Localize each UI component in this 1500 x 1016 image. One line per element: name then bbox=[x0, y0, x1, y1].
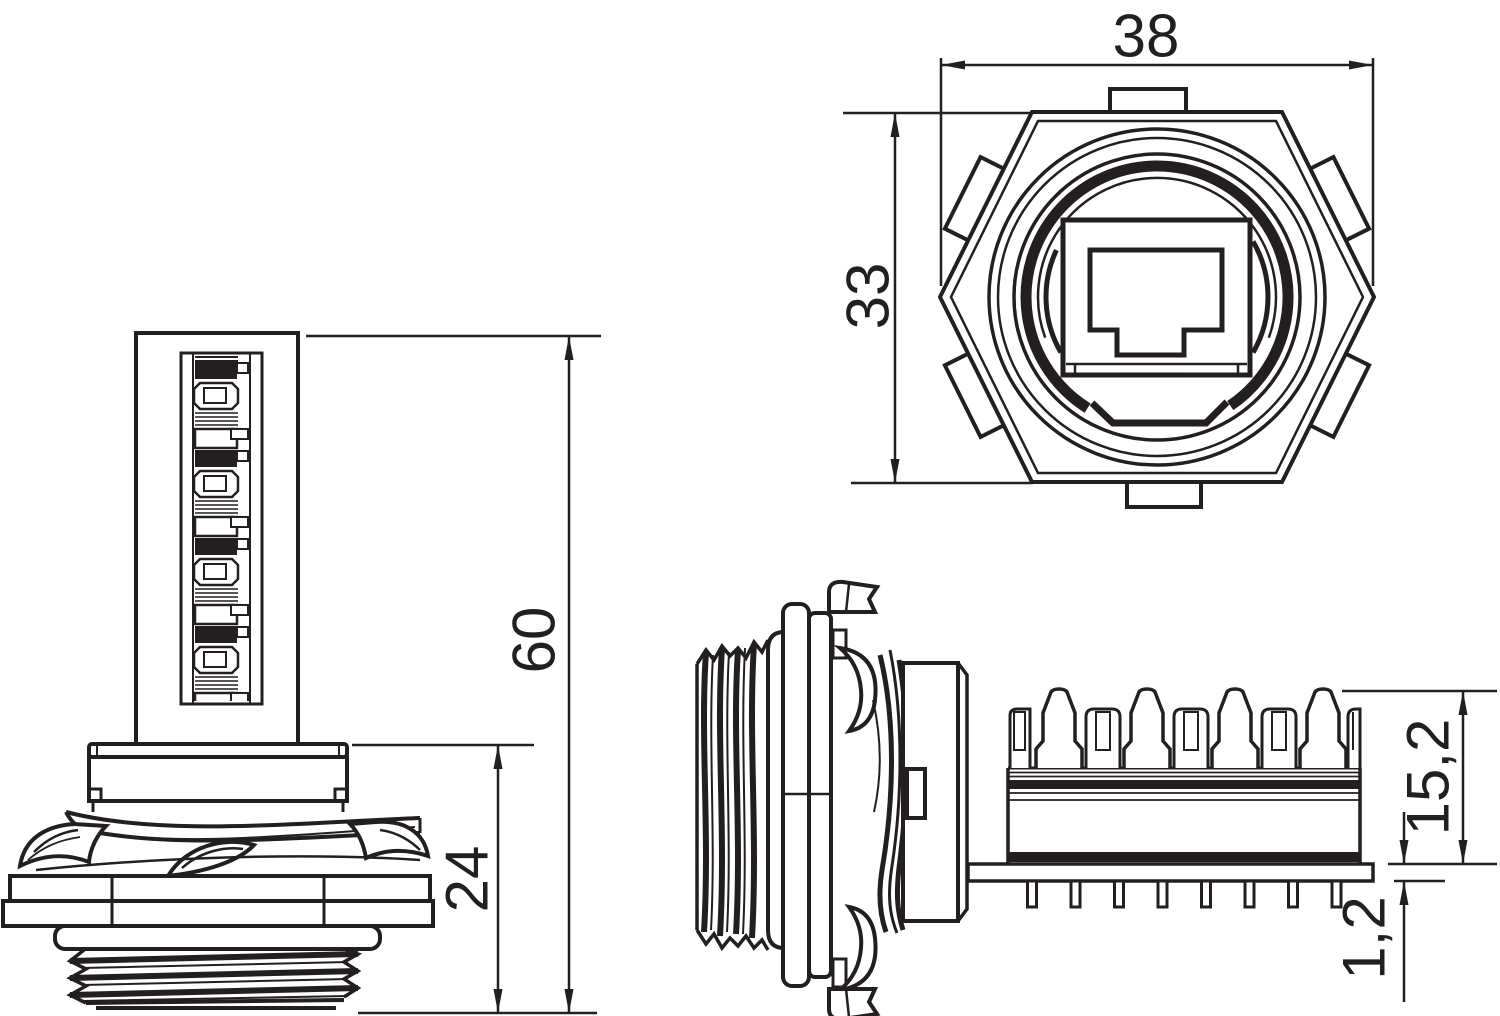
tab-top bbox=[1108, 87, 1188, 115]
arrowhead bbox=[493, 745, 503, 769]
dim-lines bbox=[843, 111, 1033, 485]
thread-neck-horizontal bbox=[766, 630, 785, 950]
arrowhead bbox=[1399, 881, 1409, 905]
dim-1-2-label: 1,2 bbox=[1331, 896, 1398, 979]
thread-neck bbox=[53, 924, 382, 951]
flange-block bbox=[87, 742, 349, 812]
thread-vertical bbox=[66, 948, 363, 1010]
dim-lines bbox=[352, 743, 534, 1013]
serrated-lock-washer bbox=[17, 810, 431, 879]
side-view-horizontal: 15,2 1,2 bbox=[695, 579, 1497, 1016]
arrowhead bbox=[890, 113, 900, 137]
arrowhead bbox=[1399, 840, 1409, 864]
arrowhead bbox=[1458, 691, 1468, 715]
dim-24-label: 24 bbox=[434, 846, 501, 913]
base-plate bbox=[966, 862, 1375, 883]
dim-lines bbox=[939, 58, 1375, 286]
arrowhead bbox=[890, 459, 900, 483]
dim-lines bbox=[1342, 689, 1497, 866]
hex-nut-plates bbox=[1, 874, 435, 928]
side-view-vertical: 60 24 bbox=[1, 331, 601, 1015]
latch-clips bbox=[827, 579, 881, 1016]
front-view: 38 33 bbox=[835, 3, 1377, 509]
dim-15-2: 15,2 bbox=[1342, 689, 1497, 866]
dim-lines bbox=[306, 334, 601, 1015]
dim-60-label: 60 bbox=[501, 607, 568, 674]
dim-24: 24 bbox=[352, 743, 534, 1013]
retainer-nub-bottom bbox=[831, 957, 848, 989]
connector-body bbox=[901, 661, 969, 923]
dim-33-label: 33 bbox=[835, 263, 902, 330]
idc-contacts bbox=[1008, 687, 1362, 768]
dim-38: 38 bbox=[939, 3, 1375, 286]
arrowhead bbox=[564, 989, 574, 1013]
arrowhead bbox=[1458, 840, 1468, 864]
arrowhead bbox=[493, 989, 503, 1013]
terminal-block bbox=[1006, 687, 1362, 864]
arrowhead bbox=[941, 60, 965, 70]
contact-window bbox=[179, 351, 264, 706]
rj45-jack-face bbox=[1060, 217, 1253, 378]
dim-1-2: 1,2 bbox=[1331, 812, 1445, 1002]
rj45-opening bbox=[1087, 247, 1225, 358]
coupling-rings bbox=[987, 127, 1327, 467]
dim-33: 33 bbox=[835, 111, 1033, 485]
tab-bottom bbox=[1125, 479, 1203, 509]
dim-60: 60 bbox=[306, 334, 601, 1015]
thread-horizontal bbox=[695, 638, 770, 952]
dim-15-2-label: 15,2 bbox=[1395, 719, 1462, 836]
pcb-pins bbox=[1026, 879, 1343, 909]
dim-38-label: 38 bbox=[1113, 3, 1180, 70]
keying-slot bbox=[905, 767, 927, 820]
arrowhead bbox=[564, 336, 574, 360]
arrowhead bbox=[1349, 60, 1373, 70]
